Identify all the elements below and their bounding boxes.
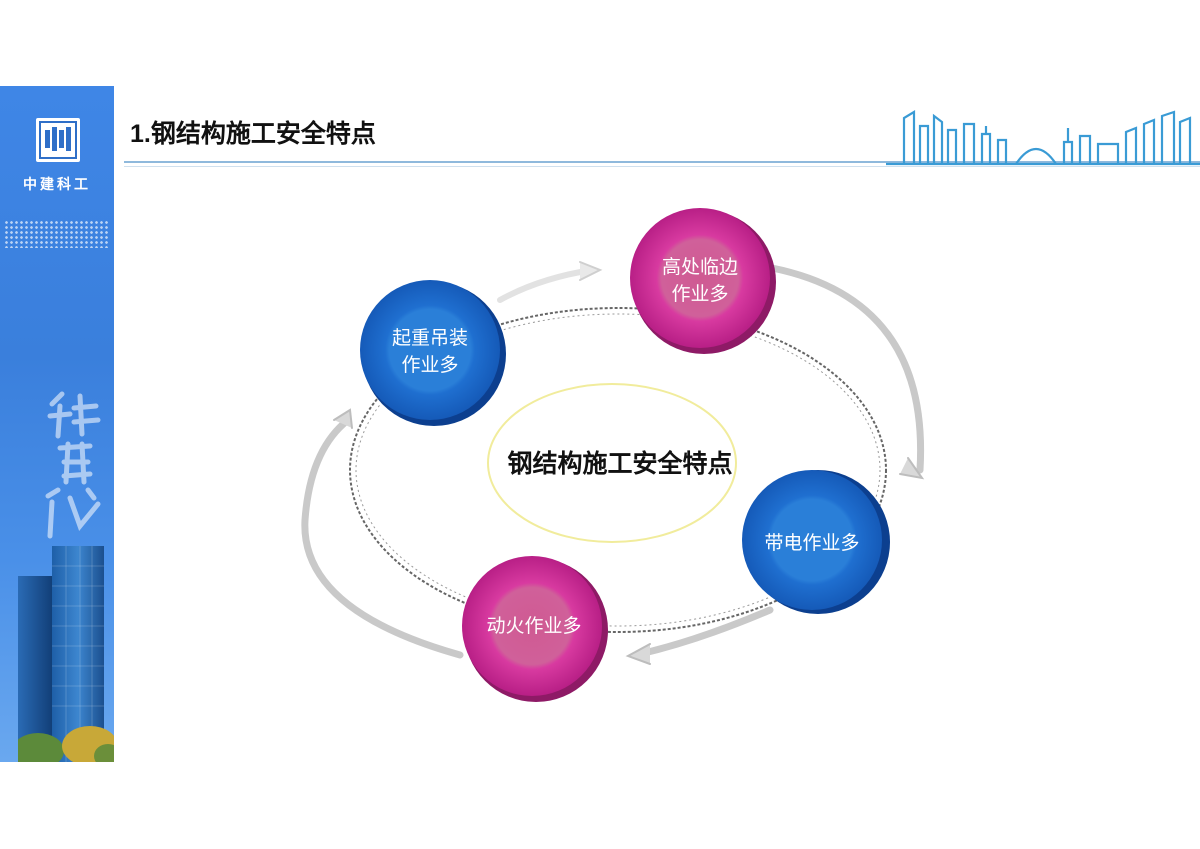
node-high-work [630,208,776,354]
center-ellipse [487,383,737,543]
header-divider [124,161,1200,163]
node-lifting-label: 起重吊装 作业多 [370,325,490,379]
logo-icon [39,121,77,159]
company-name: 中建科工 [23,176,91,192]
sidebar: 中建科工 [0,86,114,762]
header-divider-secondary [124,166,1200,167]
node-electrical-label: 带电作业多 [752,530,872,557]
calligraphy-decoration [45,391,101,539]
node-high-work-label: 高处临边 作业多 [640,254,760,308]
cycle-arrows [301,261,925,665]
dashed-orbit [349,307,887,633]
node-lifting [360,280,506,426]
node-hot-work-label: 动火作业多 [474,613,594,640]
node-electrical [742,470,890,614]
node-electrical-line1: 带电作业多 [764,533,860,554]
building-photo [18,546,114,762]
dashed-orbit-inner [355,313,881,627]
center-label: 钢结构施工安全特点 [507,450,733,478]
company-logo [36,118,80,162]
dot-pattern [4,220,110,248]
node-lifting-line1: 起重吊装 [391,328,468,349]
node-hot-work-line1: 动火作业多 [486,616,582,637]
page-title: 1.钢结构施工安全特点 [130,120,376,148]
node-lifting-line2: 作业多 [401,355,459,376]
node-high-work-line1: 高处临边 [661,257,738,278]
skyline-decoration [886,110,1200,166]
node-high-work-line2: 作业多 [671,284,729,305]
node-hot-work [462,556,608,702]
